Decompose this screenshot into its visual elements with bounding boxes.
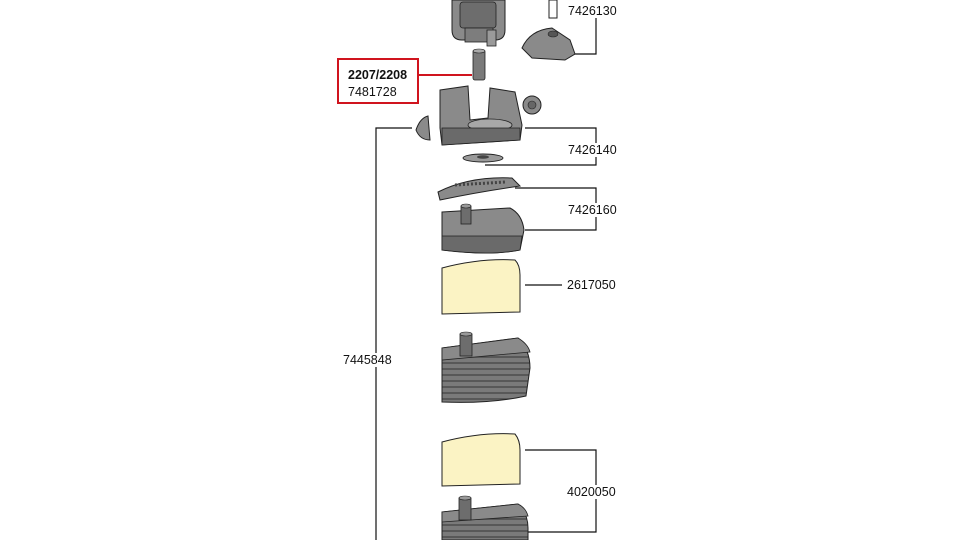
outlet-nozzle: [521, 0, 576, 61]
part-number-7481728: 7481728: [348, 85, 397, 99]
leader-7426130: [570, 18, 597, 55]
impeller-disk: [462, 153, 504, 163]
suction-cup: [415, 115, 431, 141]
part-label-7426160: 7426160: [567, 203, 618, 217]
ribbed-cover: [437, 177, 522, 201]
leader-7445848: [375, 127, 412, 540]
filter-sponge-lower: [441, 433, 521, 487]
filter-cartridge-bottom: [441, 495, 529, 540]
motor-housing: [451, 0, 506, 43]
filter-cartridge-middle: [441, 331, 531, 403]
part-label-2617050: 2617050: [566, 278, 617, 292]
filter-sponge-upper: [441, 259, 521, 315]
part-label-7445848: 7445848: [342, 353, 393, 367]
part-label-4020050: 4020050: [566, 485, 617, 499]
part-label-7426140: 7426140: [567, 143, 618, 157]
impeller-shaft: [472, 29, 497, 81]
highlighted-part-box: 2207/2208 7481728: [337, 58, 419, 104]
impeller-chamber: [439, 85, 542, 146]
filter-housing-top: [441, 203, 525, 254]
part-label-7426130: 7426130: [567, 4, 618, 18]
model-number: 2207/2208: [348, 68, 408, 82]
